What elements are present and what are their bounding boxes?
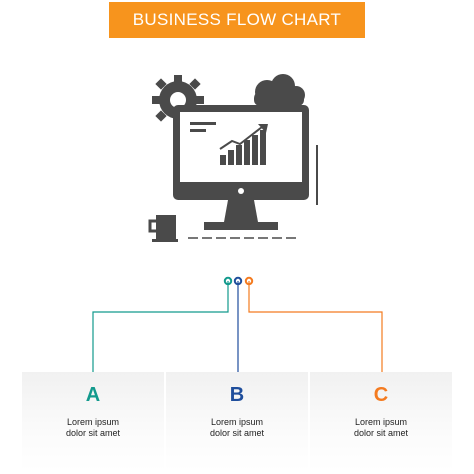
step-line2-b: dolor sit amet	[209, 428, 265, 438]
step-letter-c: C	[373, 384, 389, 406]
connector-c	[248, 281, 383, 382]
node-dot-b	[233, 276, 243, 286]
node-dot-a	[223, 276, 233, 286]
side-ruler	[316, 145, 318, 205]
cloud-icon	[254, 74, 305, 106]
step-text-b: Lorem ipsum dolor sit amet	[166, 417, 308, 439]
coffee-mug-icon	[148, 215, 178, 242]
step-card-a: A Lorem ipsum dolor sit amet	[22, 372, 164, 472]
step-line2-c: dolor sit amet	[353, 428, 409, 438]
step-card-b: B Lorem ipsum dolor sit amet	[166, 372, 308, 472]
title-banner: BUSINESS FLOW CHART	[109, 2, 365, 38]
connector-a	[92, 281, 229, 382]
step-line1-c: Lorem ipsum	[354, 417, 408, 427]
page-title: BUSINESS FLOW CHART	[132, 10, 342, 29]
step-line2-a: dolor sit amet	[65, 428, 121, 438]
step-line1-b: Lorem ipsum	[210, 417, 264, 427]
step-card-c: C Lorem ipsum dolor sit amet	[310, 372, 452, 472]
business-illustration	[148, 74, 318, 242]
step-line1-a: Lorem ipsum	[66, 417, 120, 427]
bar-chart-icon	[219, 124, 268, 165]
step-letter-b: B	[229, 384, 245, 406]
node-dot-c	[244, 276, 254, 286]
step-text-c: Lorem ipsum dolor sit amet	[310, 417, 452, 439]
step-letter-a: A	[85, 384, 101, 406]
step-text-a: Lorem ipsum dolor sit amet	[22, 417, 164, 439]
